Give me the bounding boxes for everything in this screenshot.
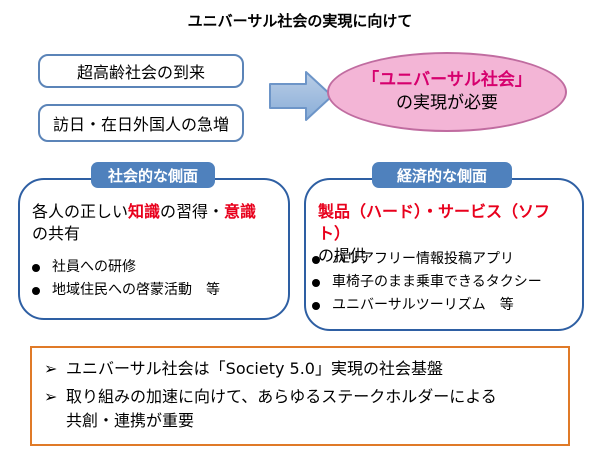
list-item: 車椅子のまま乗車できるタクシー	[312, 271, 582, 294]
economic-aspect-tab: 経済的な側面	[372, 162, 512, 188]
summary-item: ➢ ユニバーサル社会は「Society 5.0」実現の社会基盤	[44, 357, 443, 381]
social-aspect-bullets: 社員への研修 地域住民への啓蒙活動 等	[32, 256, 288, 302]
chevron-right-icon: ➢	[44, 387, 58, 406]
social-aspect-tab: 社会的な側面	[91, 162, 215, 188]
bullet-dot-icon	[32, 286, 40, 295]
bullet-text: 地域住民への啓蒙活動 等	[52, 282, 220, 298]
bullet-text: 車椅子のまま乗車できるタクシー	[332, 274, 542, 290]
bullet-text: ユニバーサルツーリズム 等	[332, 297, 514, 313]
economic-aspect-bullets: バリアフリー情報投稿アプリ 車椅子のまま乗車できるタクシー ユニバーサルツーリズ…	[312, 248, 582, 317]
page-title: ユニバーサル社会の実現に向けて	[187, 12, 413, 30]
list-item: 地域住民への啓蒙活動 等	[32, 279, 288, 302]
bullet-dot-icon	[312, 255, 320, 264]
economic-aspect-lead: 製品（ハード）・サービス（ソフト） の提供	[318, 201, 580, 267]
lead-text: の提供	[318, 246, 367, 265]
emphasis-knowledge: 知識	[128, 202, 161, 221]
goal-ellipse: 「ユニバーサル社会」 の実現が必要	[327, 52, 567, 132]
goal-subtitle: の実現が必要	[396, 93, 498, 113]
lead-text: の共有	[32, 224, 81, 243]
lead-text: 各人の正しい	[32, 202, 129, 221]
list-item: 社員への研修	[32, 256, 288, 279]
bullet-dot-icon	[312, 278, 320, 287]
lead-text: の習得・	[160, 202, 225, 221]
goal-title: 「ユニバーサル社会」	[362, 70, 532, 91]
list-item: ユニバーサルツーリズム 等	[312, 294, 582, 317]
summary-item-continued: 共創・連携が重要	[66, 411, 195, 430]
social-aspect-lead: 各人の正しい知識の習得・意識の共有	[32, 201, 288, 245]
social-aspect-panel	[18, 178, 290, 320]
summary-box	[30, 346, 570, 446]
cause-box-aging: 超高齢社会の到来	[38, 54, 244, 88]
bullet-text: バリアフリー情報投稿アプリ	[332, 251, 514, 267]
summary-text: 取り組みの加速に向けて、あらゆるステークホルダーによる	[66, 387, 497, 406]
bullet-dot-icon	[32, 263, 40, 272]
right-arrow-icon	[269, 71, 333, 121]
chevron-right-icon: ➢	[44, 359, 58, 378]
emphasis-products-services: 製品（ハード）・サービス（ソフト）	[318, 202, 551, 243]
bullet-dot-icon	[312, 301, 320, 310]
summary-text: ユニバーサル社会は「Society 5.0」実現の社会基盤	[66, 359, 443, 378]
list-item: バリアフリー情報投稿アプリ	[312, 248, 582, 271]
summary-item: ➢ 取り組みの加速に向けて、あらゆるステークホルダーによる	[44, 385, 497, 409]
bullet-text: 社員への研修	[52, 259, 136, 275]
cause-box-foreigners: 訪日・在日外国人の急増	[38, 104, 244, 142]
emphasis-awareness: 意識	[224, 202, 257, 221]
